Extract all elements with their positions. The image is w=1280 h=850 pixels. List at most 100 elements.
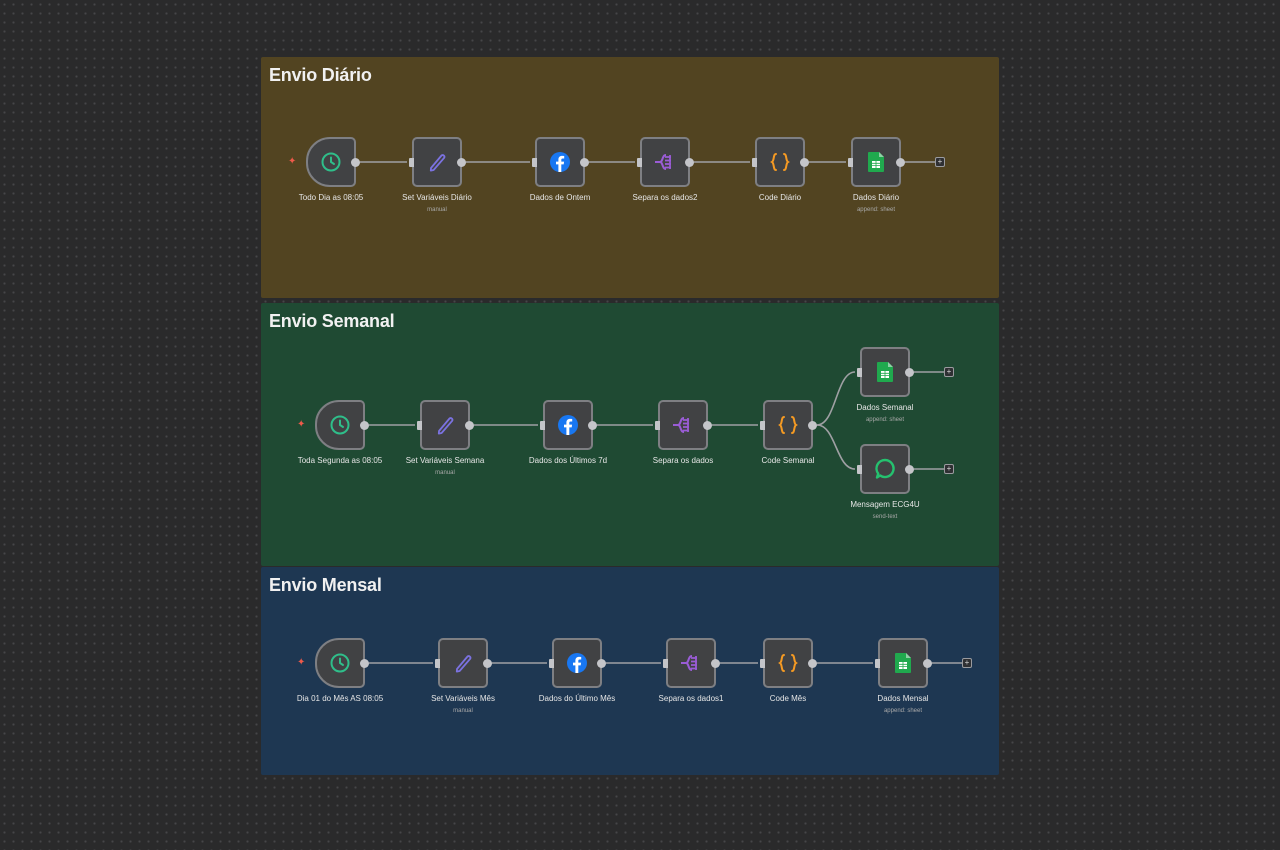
node-sheets[interactable]: [848, 137, 905, 187]
node-code[interactable]: [760, 400, 817, 450]
output-port[interactable]: [351, 157, 360, 167]
node-label: Code Semanal: [761, 456, 815, 465]
output-port[interactable]: [597, 658, 606, 668]
node-split[interactable]: [655, 400, 712, 450]
pencil-icon: [434, 414, 456, 436]
output-port[interactable]: [685, 157, 694, 167]
node-label: Separa os dados2: [632, 193, 698, 202]
input-port[interactable]: [540, 420, 545, 430]
output-port[interactable]: [896, 157, 905, 167]
input-port[interactable]: [417, 420, 422, 430]
node-label: Separa os dados1: [658, 694, 724, 703]
sticky-note-envio-semanal[interactable]: Envio Semanal: [261, 303, 999, 566]
pencil-icon: [452, 652, 474, 674]
output-port[interactable]: [483, 658, 492, 668]
input-port[interactable]: [857, 367, 862, 377]
output-port[interactable]: [905, 367, 914, 377]
output-port[interactable]: [457, 157, 466, 167]
output-port[interactable]: [905, 464, 914, 474]
node-sheets[interactable]: [857, 347, 914, 397]
node-subtitle: manual: [435, 470, 455, 476]
trigger-bolt-icon: ✦: [297, 419, 306, 430]
chat-bubble-icon: [873, 457, 897, 481]
node-subtitle: manual: [427, 207, 447, 213]
add-node-button[interactable]: +: [944, 464, 954, 474]
output-port[interactable]: [711, 658, 720, 668]
input-port[interactable]: [760, 420, 765, 430]
node-label: Mensagem ECG4U: [850, 500, 920, 509]
node-message[interactable]: [857, 444, 914, 494]
node-trigger[interactable]: [315, 400, 369, 450]
node-split[interactable]: [637, 137, 694, 187]
node-label: Dados de Ontem: [529, 193, 591, 202]
node-label: Set Variáveis Semana: [405, 456, 485, 465]
input-port[interactable]: [637, 157, 642, 167]
output-port[interactable]: [800, 157, 809, 167]
node-trigger[interactable]: [315, 638, 369, 688]
trigger-bolt-icon: ✦: [288, 156, 297, 167]
node-subtitle: append: sheet: [865, 417, 905, 423]
node-set[interactable]: [409, 137, 466, 187]
node-code[interactable]: [752, 137, 809, 187]
output-port[interactable]: [360, 658, 369, 668]
sticky-title: Envio Mensal: [269, 575, 382, 595]
node-label: Dados Semanal: [856, 403, 914, 412]
node-label: Dia 01 do Mês AS 08:05: [296, 694, 384, 703]
output-port[interactable]: [703, 420, 712, 430]
google-sheets-icon: [867, 151, 885, 173]
split-out-icon: [671, 414, 695, 436]
sticky-note-envio-mensal[interactable]: Envio Mensal: [261, 567, 999, 775]
add-node-button[interactable]: +: [944, 367, 954, 377]
google-sheets-icon: [894, 652, 912, 674]
node-facebook[interactable]: [532, 137, 589, 187]
input-port[interactable]: [752, 157, 757, 167]
node-label: Toda Segunda as 08:05: [297, 456, 383, 465]
node-label: Code Diário: [758, 193, 802, 202]
node-set[interactable]: [435, 638, 492, 688]
facebook-icon: [549, 151, 571, 173]
node-subtitle: append: sheet: [883, 708, 923, 714]
node-label: Dados Mensal: [877, 694, 929, 703]
node-split[interactable]: [663, 638, 720, 688]
output-port[interactable]: [465, 420, 474, 430]
output-port[interactable]: [580, 157, 589, 167]
input-port[interactable]: [760, 658, 765, 668]
sticky-title: Envio Semanal: [269, 311, 395, 331]
output-port[interactable]: [588, 420, 597, 430]
input-port[interactable]: [857, 464, 862, 474]
sticky-title: Envio Diário: [269, 65, 372, 85]
input-port[interactable]: [532, 157, 537, 167]
facebook-icon: [557, 414, 579, 436]
input-port[interactable]: [409, 157, 414, 167]
node-label: Set Variáveis Diário: [402, 193, 472, 202]
node-set[interactable]: [417, 400, 474, 450]
node-trigger[interactable]: [306, 137, 360, 187]
node-label: Dados Diário: [852, 193, 900, 202]
node-code[interactable]: [760, 638, 817, 688]
node-label: Dados do Último Mês: [538, 694, 616, 703]
node-label: Todo Dia as 08:05: [298, 193, 364, 202]
clock-icon: [320, 151, 342, 173]
output-port[interactable]: [360, 420, 369, 430]
code-braces-icon: [776, 414, 800, 436]
split-out-icon: [679, 652, 703, 674]
trigger-bolt-icon: ✦: [297, 657, 306, 668]
add-node-button[interactable]: +: [962, 658, 972, 668]
add-node-button[interactable]: +: [935, 157, 945, 167]
input-port[interactable]: [848, 157, 853, 167]
node-subtitle: append: sheet: [856, 207, 896, 213]
pencil-icon: [426, 151, 448, 173]
node-sheets[interactable]: [875, 638, 932, 688]
clock-icon: [329, 414, 351, 436]
input-port[interactable]: [549, 658, 554, 668]
output-port[interactable]: [808, 658, 817, 668]
output-port[interactable]: [923, 658, 932, 668]
input-port[interactable]: [435, 658, 440, 668]
input-port[interactable]: [655, 420, 660, 430]
input-port[interactable]: [875, 658, 880, 668]
output-port[interactable]: [808, 420, 817, 430]
input-port[interactable]: [663, 658, 668, 668]
node-facebook[interactable]: [540, 400, 597, 450]
node-facebook[interactable]: [549, 638, 606, 688]
node-label: Separa os dados: [652, 456, 714, 465]
